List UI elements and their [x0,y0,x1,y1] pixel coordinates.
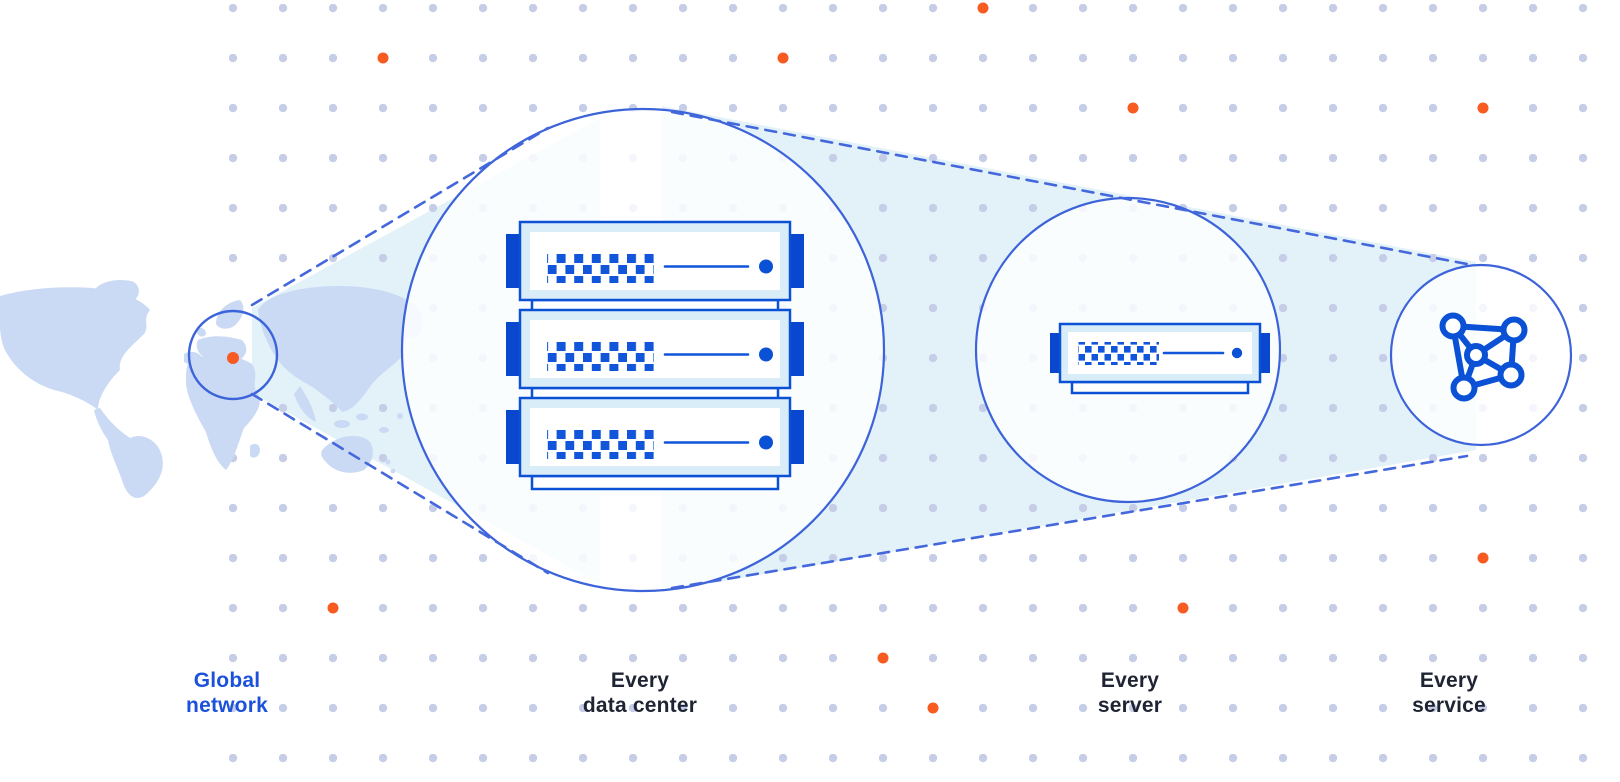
accent-dot [777,52,789,64]
location-pin-dot [227,352,239,364]
accent-dot [1477,552,1489,564]
accent-dot [927,702,939,714]
server-unit-icon [504,220,806,315]
zoom-guide-line [250,126,550,307]
accent-dot [1127,102,1139,114]
label-global-network: Global network [186,669,268,717]
accent-dot [327,602,339,614]
global-network-circle [187,309,279,401]
server-rack-icon [504,220,806,491]
label-every-server: Every server [1097,669,1163,717]
accent-dots-layer [327,2,1489,714]
accent-dot [377,52,389,64]
zoom-guide-line [670,110,1469,266]
network-graph-icon [1439,312,1528,402]
zoom-guide-line [250,392,550,575]
zoom-guide-line [670,454,1469,590]
accent-dot [227,352,239,364]
label-every-service: Every service [1412,669,1486,717]
accent-dot [877,652,889,664]
accent-dot [1477,102,1489,114]
label-every-data-center: Every data center [582,669,698,717]
single-server-icon [1048,322,1272,395]
accent-dot [1177,602,1189,614]
server-unit-icon [504,396,806,491]
accent-dot [977,2,989,14]
world-map [0,280,423,499]
server-unit-icon [504,308,806,403]
